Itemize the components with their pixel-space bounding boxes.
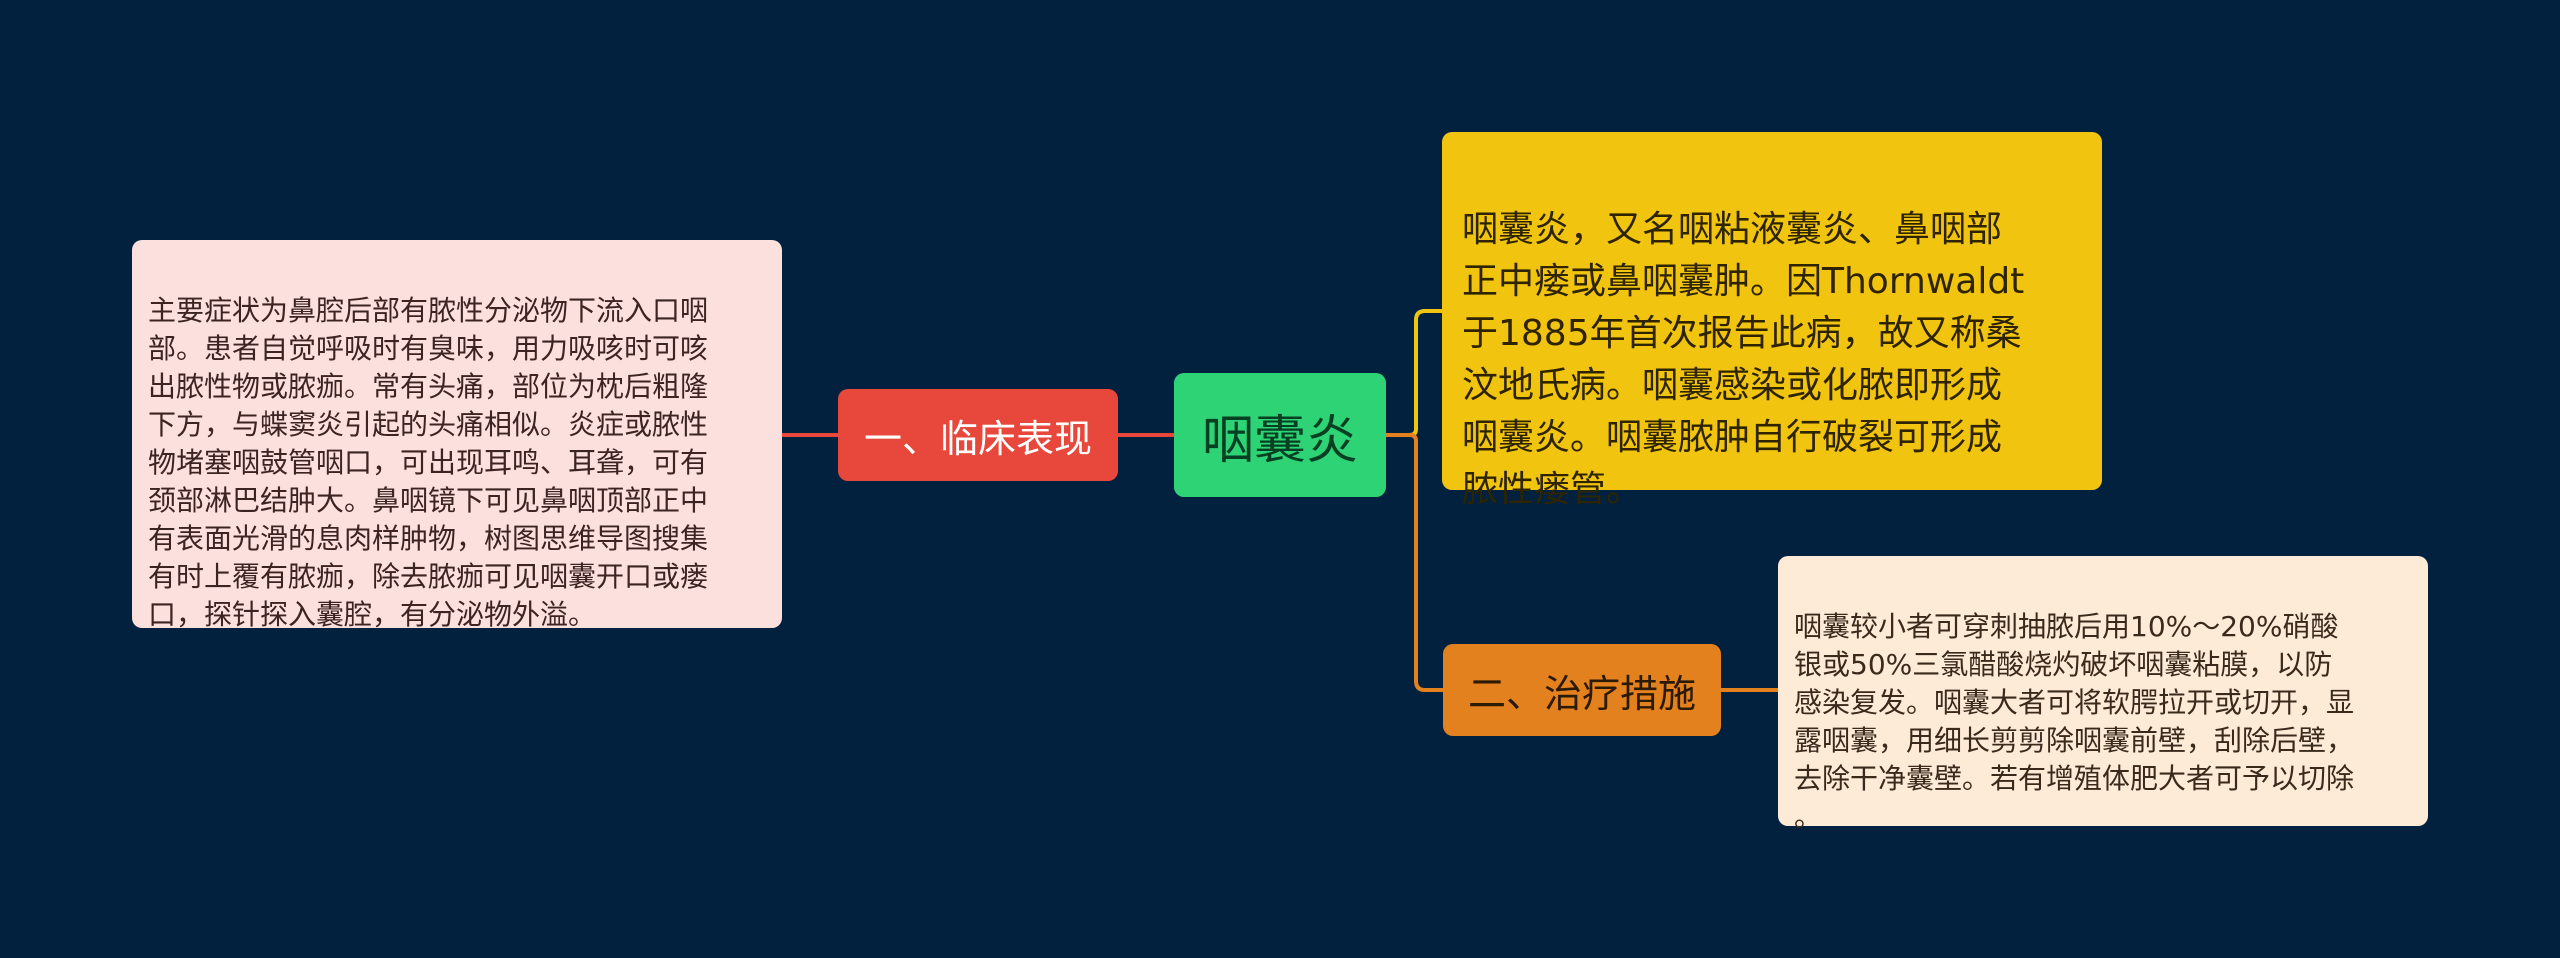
- leaf-node-intro[interactable]: 咽囊炎，又名咽粘液囊炎、鼻咽部 正中瘘或鼻咽囊肿。因Thornwaldt 于18…: [1442, 132, 2102, 510]
- leaf-node-treatment-detail[interactable]: 咽囊较小者可穿刺抽脓后用10%～20%硝酸 银或50%三氯醋酸烧灼破坏咽囊粘膜，…: [1778, 556, 2428, 833]
- connector-root-to-treatment: [1386, 433, 1443, 692]
- leaf-node-clinical-detail[interactable]: 主要症状为鼻腔后部有脓性分泌物下流入口咽 部。患者自觉呼吸时有臭味，用力吸咳时可…: [132, 240, 782, 631]
- treatment-detail-text: 咽囊较小者可穿刺抽脓后用10%～20%硝酸 银或50%三氯醋酸烧灼破坏咽囊粘膜，…: [1794, 610, 2355, 833]
- branch-label-clinical: 一、临床表现: [863, 416, 1092, 461]
- branch-node-treatment[interactable]: 二、治疗措施: [1443, 644, 1721, 736]
- connector-root-to-intro: [1386, 309, 1442, 437]
- root-label: 咽囊炎: [1201, 410, 1358, 471]
- branch-label-treatment: 二、治疗措施: [1467, 671, 1696, 716]
- branch-node-clinical[interactable]: 一、临床表现: [838, 389, 1118, 481]
- root-node[interactable]: 咽囊炎: [1174, 373, 1386, 497]
- intro-text: 咽囊炎，又名咽粘液囊炎、鼻咽部 正中瘘或鼻咽囊肿。因Thornwaldt 于18…: [1462, 209, 2025, 510]
- clinical-detail-text: 主要症状为鼻腔后部有脓性分泌物下流入口咽 部。患者自觉呼吸时有臭味，用力吸咳时可…: [148, 294, 709, 631]
